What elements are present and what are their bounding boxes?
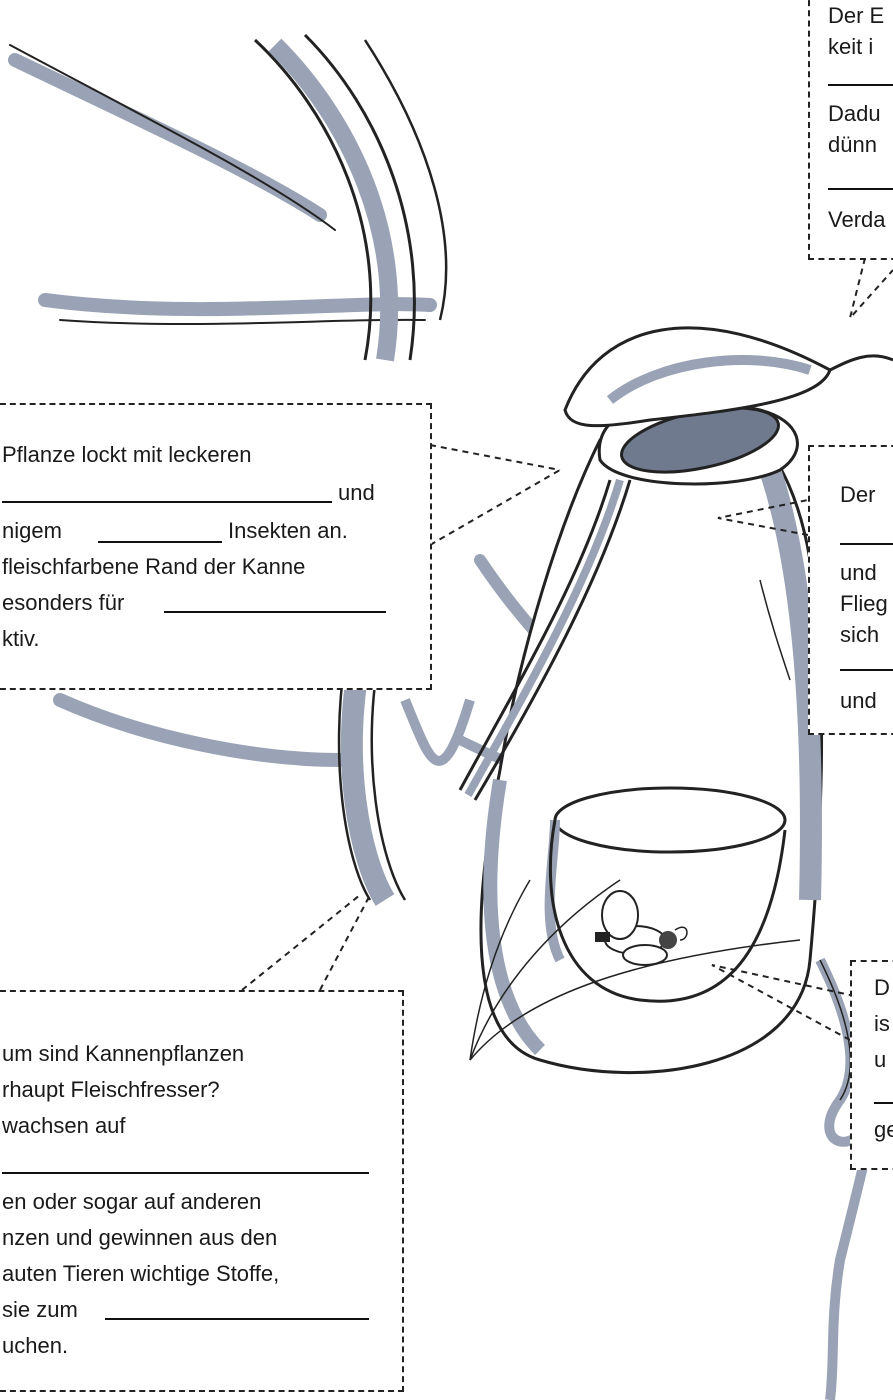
callout-top-right-line4: dünn: [828, 129, 877, 160]
blank-line[interactable]: [874, 1102, 893, 1104]
blank-insects[interactable]: [164, 611, 386, 613]
callout-rim-line4: sich: [840, 619, 879, 650]
blank-line[interactable]: [840, 543, 893, 545]
callout-top-right-line5: Verda: [828, 204, 886, 235]
pitcher-body: [470, 440, 822, 1073]
blank-scent[interactable]: [98, 541, 222, 543]
callout-digestion-line3: u: [874, 1044, 886, 1075]
callout-rim-line3: Flieg: [840, 588, 888, 619]
callout-why-carnivorous: um sind Kannenpflanzen rhaupt Fleischfre…: [0, 990, 404, 1392]
callout-why-line7-start: sie zum: [2, 1294, 78, 1325]
callout-lure-line4: fleischfarbene Rand der Kanne: [2, 551, 305, 582]
callout-why-line3: wachsen auf: [2, 1110, 126, 1141]
callout-lure-line1: Pflanze lockt mit leckeren: [2, 439, 251, 470]
callout-rim-line1: Der: [840, 479, 875, 510]
callout-digestion-line2: is: [874, 1008, 890, 1039]
callout-rim: Der und Flieg sich und: [808, 445, 893, 735]
callout-lure-line6: ktiv.: [2, 623, 39, 654]
callout-lure: Pflanze lockt mit leckeren und nigem Ins…: [0, 403, 432, 690]
callout-lure-line3-end: Insekten an.: [228, 515, 348, 546]
blank-line[interactable]: [828, 188, 893, 190]
callout-why-line8: uchen.: [2, 1330, 68, 1361]
callout-top-right-line3: Dadu: [828, 98, 881, 129]
blank-line[interactable]: [828, 84, 893, 86]
callout-why-line5: nzen und gewinnen aus den: [2, 1222, 277, 1253]
callout-top-right-line2: keit i: [828, 31, 873, 62]
callout-why-line1: um sind Kannenpflanzen: [2, 1038, 244, 1069]
callout-top-right: Der E keit i Dadu dünn Verda: [808, 0, 893, 260]
callout-why-line2: rhaupt Fleischfresser?: [2, 1074, 220, 1105]
callout-digestion-line1: D: [874, 972, 890, 1003]
callout-digestion: D is u ge: [850, 960, 893, 1170]
callout-top-right-line1: Der E: [828, 0, 884, 31]
blank-line[interactable]: [840, 669, 893, 671]
blank-growth[interactable]: [105, 1318, 369, 1320]
callout-why-line4: en oder sogar auf anderen: [2, 1186, 261, 1217]
callout-lure-line2-end: und: [338, 477, 375, 508]
callout-lure-line5-start: esonders für: [2, 587, 124, 618]
callout-lure-line3-start: nigem: [2, 515, 62, 546]
callout-why-line6: auten Tieren wichtige Stoffe,: [2, 1258, 279, 1289]
callout-rim-line5: und: [840, 685, 877, 716]
blank-nectar[interactable]: [2, 501, 332, 503]
callout-digestion-line4: ge: [874, 1114, 893, 1145]
callout-rim-line2: und: [840, 557, 877, 588]
blank-habitat[interactable]: [2, 1172, 369, 1174]
